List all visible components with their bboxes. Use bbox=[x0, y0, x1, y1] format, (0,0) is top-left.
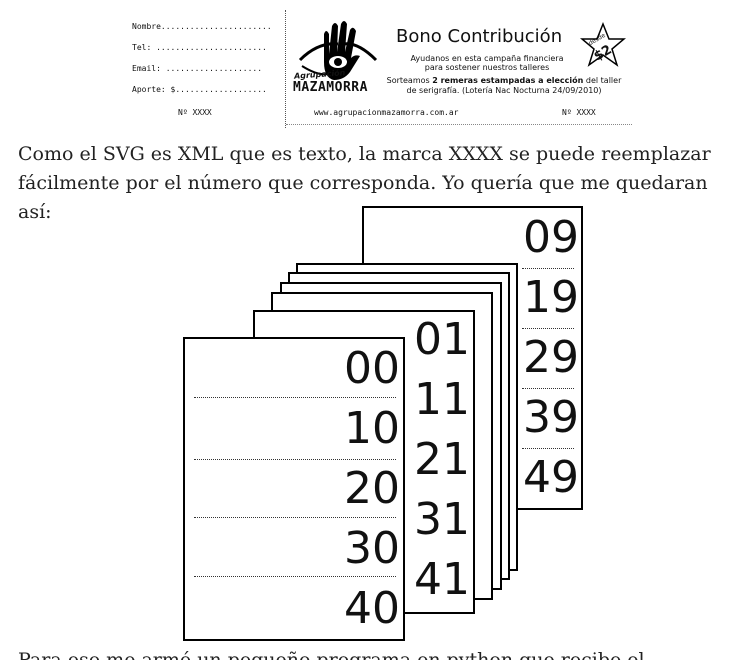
number-label: 11 bbox=[414, 374, 470, 425]
body-paragraph: Como el SVG es XML que es texto, la marc… bbox=[18, 143, 711, 223]
number-label: 49 bbox=[523, 452, 579, 503]
ticket-subtitle-2: para sostener nuestros talleres bbox=[424, 63, 550, 72]
number-label: 31 bbox=[414, 494, 470, 545]
sheet-front-numbers: 00 10 20 30 40 bbox=[328, 339, 400, 639]
sheet-back-numbers: 09 19 29 39 49 bbox=[505, 208, 579, 508]
number-label: 39 bbox=[523, 392, 579, 443]
sheet-second-numbers: 01 11 21 31 41 bbox=[398, 310, 470, 610]
number-label: 10 bbox=[344, 403, 400, 454]
number-label: 09 bbox=[523, 212, 579, 263]
perforation-line bbox=[285, 10, 286, 128]
stub-phone-field: Tel: ....................... bbox=[132, 43, 267, 52]
raffle-text-2: del taller de serigrafía. (Lotería Nac N… bbox=[406, 76, 622, 95]
dotted-line bbox=[194, 576, 396, 577]
ticket-subtitle-1: Ayudanos en esta campaña financiera bbox=[410, 54, 564, 63]
raffle-description: Sorteamos 2 remeras estampadas a elecció… bbox=[386, 76, 622, 96]
number-label: 00 bbox=[344, 343, 400, 394]
website-url: www.agrupacionmazamorra.com.ar bbox=[314, 108, 459, 117]
dotted-line bbox=[194, 397, 396, 398]
dotted-line bbox=[194, 517, 396, 518]
number-label: 29 bbox=[523, 332, 579, 383]
number-label: 40 bbox=[344, 583, 400, 634]
stub-number: Nº XXXX bbox=[178, 108, 212, 117]
number-label: 21 bbox=[414, 434, 470, 485]
ticket-title: Bono Contribución bbox=[396, 26, 563, 47]
stub-name-field: Nombre....................... bbox=[132, 22, 272, 31]
dotted-line bbox=[522, 388, 574, 389]
raffle-text-1: Sorteamos bbox=[386, 76, 433, 85]
dotted-line bbox=[522, 448, 574, 449]
next-paragraph-partial: Para eso me armé un pequeño programa en … bbox=[18, 649, 645, 660]
number-label: 30 bbox=[344, 523, 400, 574]
stub-email-field: Email: .................... bbox=[132, 64, 263, 73]
dotted-line bbox=[522, 328, 574, 329]
ticket-stub: Nombre....................... Tel: .....… bbox=[132, 22, 282, 106]
number-label: 19 bbox=[523, 272, 579, 323]
sheet-front bbox=[183, 337, 405, 641]
ticket-bottom-border bbox=[286, 124, 632, 125]
dotted-line bbox=[522, 268, 574, 269]
number-label: 20 bbox=[344, 463, 400, 514]
dotted-line bbox=[194, 459, 396, 460]
hand-eye-logo-icon bbox=[298, 21, 378, 80]
logo-wordmark: MAZAMORRA bbox=[293, 80, 368, 95]
raffle-ticket: Nombre....................... Tel: .....… bbox=[128, 6, 632, 128]
ticket-number: Nº XXXX bbox=[562, 108, 596, 117]
number-label: 01 bbox=[414, 314, 470, 365]
stub-amount-field: Aporte: $................... bbox=[132, 85, 267, 94]
raffle-text-bold: 2 remeras estampadas a elección bbox=[432, 76, 584, 85]
price-star-icon bbox=[580, 22, 626, 67]
number-label: 41 bbox=[414, 554, 470, 605]
